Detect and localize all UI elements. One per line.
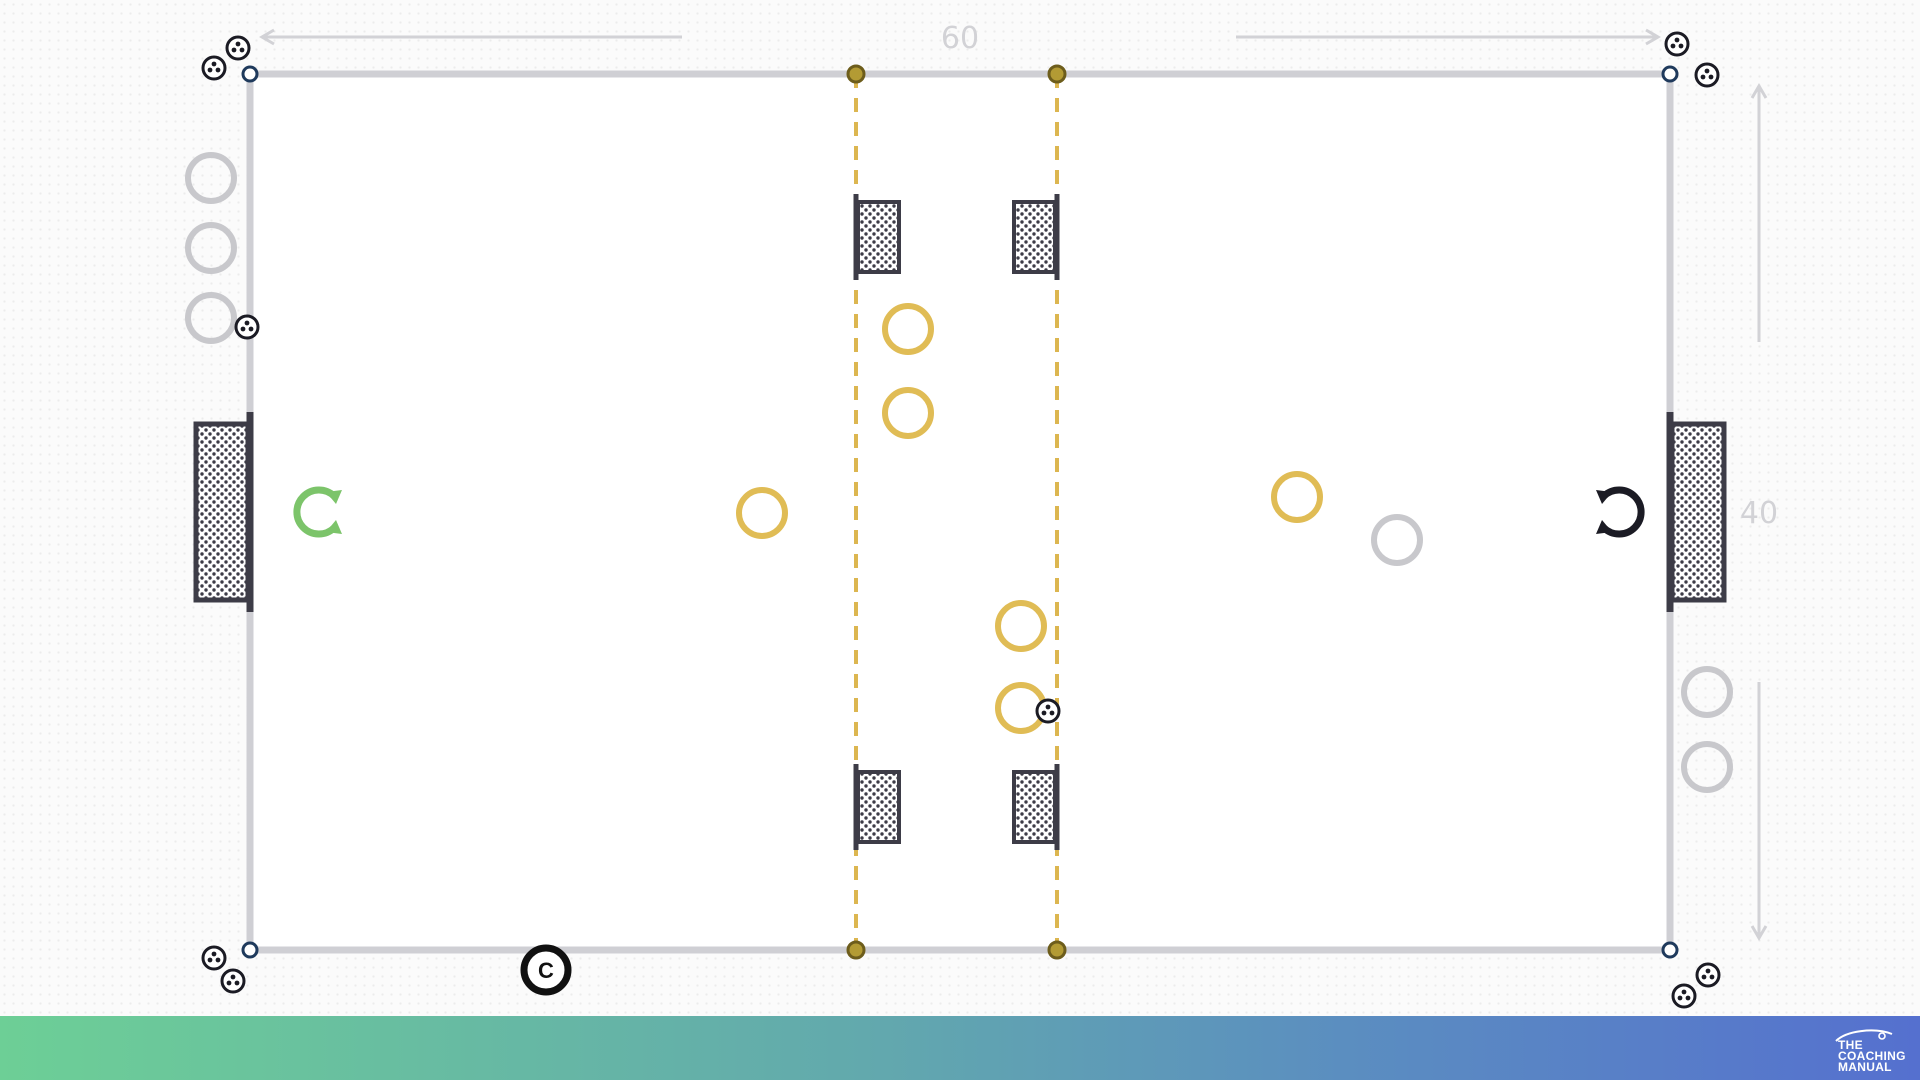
soccer-ball-icon [234,314,260,340]
cone-marker-icon [1661,941,1679,959]
soccer-ball-icon [225,35,251,61]
soccer-ball-icon [201,55,227,81]
soccer-ball-icon [1664,31,1690,57]
player-ring-icon [1681,666,1733,718]
soccer-ball-icon [1035,698,1061,724]
cone-marker-icon [241,65,259,83]
player-ring-icon [1271,471,1323,523]
goalkeeper-arc-icon [293,486,342,538]
player-ring-icon [185,292,237,344]
goal-net-icon [853,764,901,850]
soccer-ball-icon [220,968,246,994]
cone-marker-icon [846,64,866,84]
soccer-ball-icon [1694,62,1720,88]
dimension-arrow-icon [1750,682,1768,941]
logo-line-2: COACHING [1838,1049,1906,1063]
goalkeeper-arc-icon [1596,486,1645,538]
coach-icon: C [520,944,572,996]
player-ring-icon [882,387,934,439]
player-ring-icon [736,487,788,539]
player-ring-icon [185,222,237,274]
goal-net-icon [1012,194,1060,280]
dimension-arrow-icon [259,28,682,46]
player-ring-icon [185,152,237,204]
player-ring-icon [995,600,1047,652]
dimension-arrow-icon [1750,83,1768,342]
goal-net-icon [1666,412,1727,612]
cone-marker-icon [241,941,259,959]
cone-marker-icon [846,940,866,960]
soccer-ball-icon [1695,962,1721,988]
footer-gradient-bar [0,1016,1920,1080]
logo-line-3: MANUAL [1838,1060,1892,1074]
player-ring-icon [882,303,934,355]
soccer-ball-icon [1671,983,1697,1009]
player-ring-icon [1681,741,1733,793]
pitch-surface [250,74,1670,950]
length-dimension-label: 60 [941,21,979,56]
logo-line-1: THE [1838,1038,1863,1052]
cone-marker-icon [1047,940,1067,960]
width-dimension-label: 40 [1740,496,1778,531]
cone-marker-icon [1661,65,1679,83]
dimension-arrow-icon [1236,28,1661,46]
coaching-manual-logo: THE COACHING MANUAL [1830,1028,1910,1074]
goal-net-icon [193,412,254,612]
cone-marker-icon [1047,64,1067,84]
coach-label: C [538,958,554,983]
soccer-ball-icon [201,945,227,971]
player-ring-icon [1371,514,1423,566]
goal-net-icon [1012,764,1060,850]
pitch-diagram: 60 40 [185,21,1778,1009]
logo-whistle-icon [1835,1029,1893,1042]
goal-net-icon [853,194,901,280]
